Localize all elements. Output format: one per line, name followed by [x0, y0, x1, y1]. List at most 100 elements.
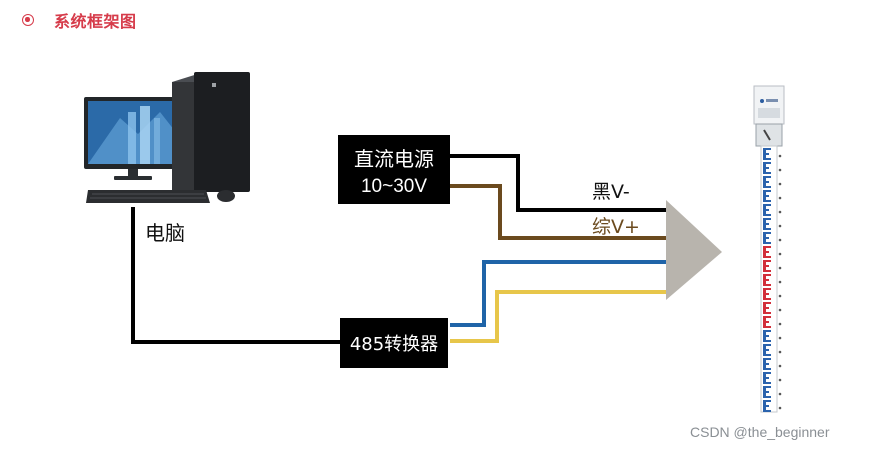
gauge-tick: [763, 181, 769, 183]
sensor-head: [753, 85, 785, 125]
gauge-tick: [763, 326, 771, 328]
gauge-rivet: [778, 154, 782, 158]
gauge-rivet: [778, 406, 782, 410]
gauge-rivet: [778, 336, 782, 340]
gauge-tick: [763, 176, 771, 178]
page-title: 系统框架图: [54, 12, 137, 31]
gauge-tick: [763, 228, 771, 230]
power-supply-label: 直流电源: [354, 147, 434, 171]
gauge-tick: [763, 349, 769, 351]
gauge-tick: [763, 158, 771, 160]
gauge-tick: [763, 153, 769, 155]
gauge-tick: [763, 148, 771, 150]
gauge-rivet: [778, 182, 782, 186]
gauge-tick: [763, 372, 771, 374]
gauge-tick: [763, 354, 771, 356]
gauge-rivet: [778, 350, 782, 354]
gauge-tick: [763, 321, 769, 323]
water-level-sensor-icon: [753, 85, 785, 413]
gauge-tick: [763, 312, 771, 314]
gauge-tick: [763, 340, 771, 342]
gauge-rivet: [778, 196, 782, 200]
gauge-tick: [763, 186, 771, 188]
gauge-tick: [763, 172, 771, 174]
gauge-rivet: [778, 210, 782, 214]
gauge-tick: [763, 335, 769, 337]
gauge-tick: [763, 410, 771, 412]
gauge-tick: [763, 307, 769, 309]
computer-icon: [84, 72, 250, 203]
gauge-tick: [763, 293, 769, 295]
gauge-tick: [763, 302, 771, 304]
gauge-tick: [763, 396, 771, 398]
power-supply-box: [338, 135, 450, 204]
gauge-tick: [763, 270, 771, 272]
gauge-tick: [763, 167, 769, 169]
gauge-tick: [763, 265, 769, 267]
gauge-tick: [763, 363, 769, 365]
mouse: [217, 190, 235, 202]
computer-to-converter-wire: [131, 207, 340, 344]
gauge-rivet: [778, 280, 782, 284]
gauge-tick: [763, 368, 771, 370]
gauge-tick: [763, 260, 771, 262]
gauge-tick: [763, 405, 769, 407]
gauge-tick: [763, 274, 771, 276]
keyboard: [86, 190, 210, 203]
gauge-rivet: [778, 266, 782, 270]
gauge-tick: [763, 298, 771, 300]
power-supply-voltage: 10~30V: [361, 176, 427, 197]
gauge-tick: [763, 377, 769, 379]
gauge-tick: [763, 204, 771, 206]
watermark: CSDN @the_beginner: [690, 424, 830, 440]
gauge-tick: [763, 218, 771, 220]
black-wire-label: 黑V-: [592, 181, 630, 203]
gauge-tick: [763, 316, 771, 318]
gauge-tick: [763, 214, 771, 216]
gauge-tick: [763, 209, 769, 211]
gauge-tick: [763, 190, 771, 192]
gauge-tick: [763, 330, 771, 332]
gauge-rivet: [778, 168, 782, 172]
gauge-tick: [763, 344, 771, 346]
gauge-tick: [763, 195, 769, 197]
tower-case: [172, 72, 250, 192]
gauge-tick: [763, 246, 771, 248]
gauge-tick: [763, 279, 769, 281]
gauge-tick: [763, 391, 769, 393]
gauge-rivet: [778, 224, 782, 228]
staff-gauge-markings: [763, 148, 782, 412]
section-header: 系统框架图: [22, 9, 137, 31]
gauge-tick: [763, 400, 771, 402]
gauge-rivet: [778, 238, 782, 242]
monitor: [84, 97, 186, 180]
gauge-tick: [763, 232, 771, 234]
gauge-rivet: [778, 364, 782, 368]
gauge-tick: [763, 237, 769, 239]
gauge-tick: [763, 200, 771, 202]
gauge-rivet: [778, 294, 782, 298]
gauge-rivet: [778, 378, 782, 382]
gauge-tick: [763, 386, 771, 388]
brown-wire: [450, 184, 666, 240]
gauge-tick: [763, 358, 771, 360]
gauge-tick: [763, 256, 771, 258]
blue-wire: [450, 260, 666, 327]
brown-wire-label: 综V+: [592, 216, 640, 238]
gauge-tick: [763, 162, 771, 164]
gauge-tick: [763, 382, 771, 384]
converter-box: [340, 318, 448, 368]
yellow-wire: [450, 290, 666, 343]
cable-connector-icon: [666, 200, 722, 300]
gauge-rivet: [778, 322, 782, 326]
gauge-tick: [763, 242, 771, 244]
black-wire: [450, 154, 666, 212]
converter-label: 485转换器: [350, 334, 438, 355]
gauge-tick: [763, 223, 769, 225]
gauge-tick: [763, 251, 769, 253]
gauge-tick: [763, 288, 771, 290]
radio-bullet-icon: [22, 14, 34, 26]
gauge-rivet: [778, 392, 782, 396]
gauge-rivet: [778, 308, 782, 312]
